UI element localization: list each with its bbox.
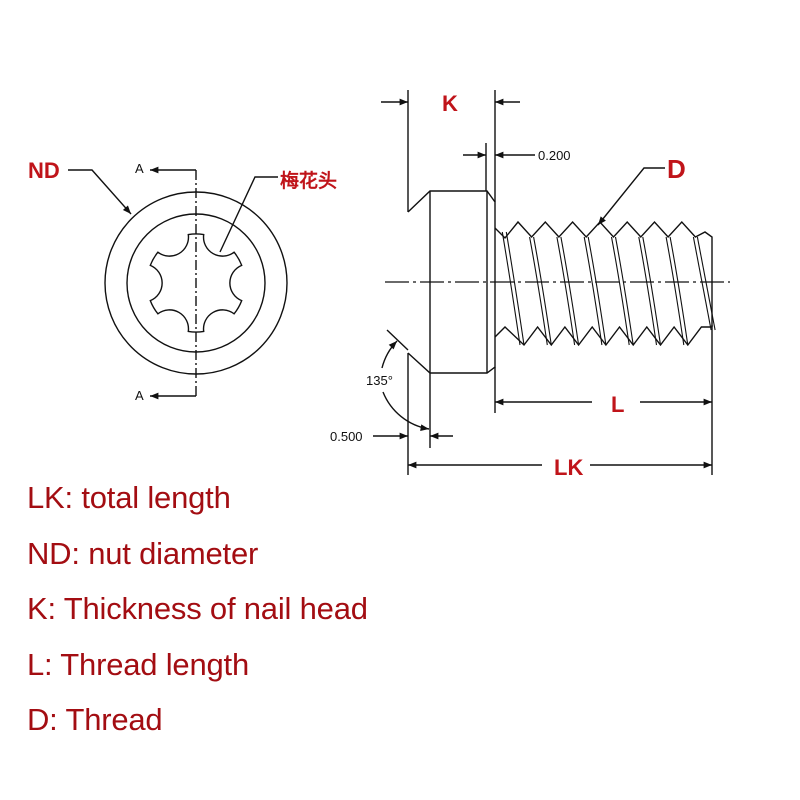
thread-flank [560,236,580,346]
thread-flank [533,236,552,346]
thread-flank [638,236,658,346]
lk-label: LK [554,455,583,480]
thread-flank [692,236,712,331]
angle-label: 135° [366,373,393,388]
thread-flank [614,236,634,346]
thread-flank [529,236,548,346]
thread-flank [587,236,607,346]
nd-label: ND [28,158,60,183]
legend-k: K: Thickness of nail head [27,591,368,627]
thread-top-profile [494,220,713,327]
section-label-top: A [135,161,144,176]
legend: LK: total length ND: nut diameter K: Thi… [27,478,368,756]
thread-flank [501,231,521,346]
front-view [68,166,288,400]
thread-body [494,220,716,347]
socket-label: 梅花头 [280,169,337,192]
k-label: K [442,91,458,116]
torx-socket [149,233,243,333]
legend-d: D: Thread [27,702,163,738]
screw-head-outline [407,190,496,374]
socket-leader [219,176,278,253]
dim-0200: 0.200 [538,148,571,163]
thread-flank [505,231,525,346]
legend-nd: ND: nut diameter [27,535,259,571]
thread-flank [669,236,689,346]
thread-flank [642,236,662,346]
thread-flank [583,236,603,346]
thread-flank [610,236,630,346]
l-label: L [611,392,624,417]
nd-leader [68,169,132,215]
d-label: D [667,154,686,184]
legend-l: L: Thread length [27,646,250,682]
d-leader [597,167,665,226]
side-view [373,90,730,475]
thread-flank [665,236,685,346]
thread-flank [696,236,716,331]
section-label-bottom: A [135,388,144,403]
thread-flank [556,236,576,346]
legend-lk: LK: total length [27,480,231,515]
dim-0500: 0.500 [330,429,363,444]
